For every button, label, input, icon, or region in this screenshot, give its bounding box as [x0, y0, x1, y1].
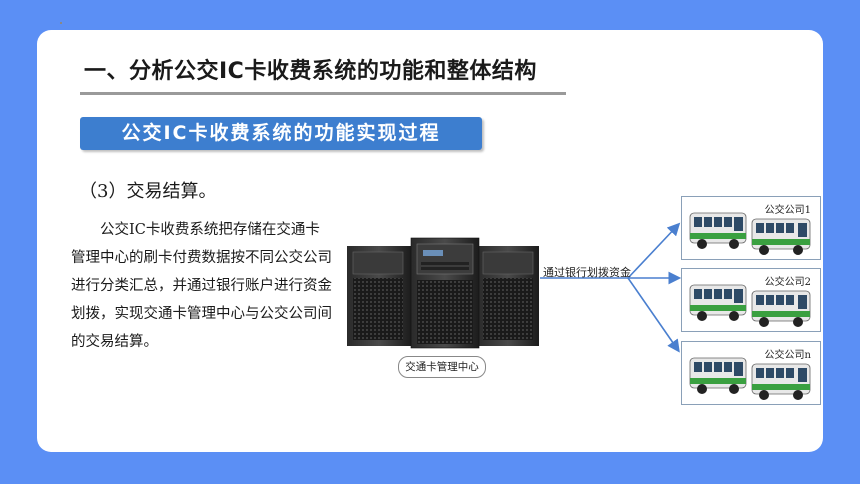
management-center-label: 交通卡管理中心 [398, 356, 486, 378]
company-label-2: 公交公司2 [764, 277, 811, 288]
company-box-1: 公交公司1 [681, 196, 821, 260]
transfer-label: 通过银行划拨资金 [543, 266, 631, 279]
server-left [347, 246, 411, 346]
server-center [410, 237, 480, 349]
company-label-n: 公交公司n [764, 350, 811, 361]
bus-icon [689, 357, 811, 400]
bus-icon [689, 212, 811, 255]
section-banner: 公交IC卡收费系统的功能实现过程 [80, 117, 482, 150]
server-tower-icon [347, 237, 539, 349]
company-box-2: 公交公司2 [681, 268, 821, 332]
bus-icon [689, 284, 811, 327]
page-title: 一、分析公交IC卡收费系统的功能和整体结构 [84, 59, 537, 84]
title-divider [80, 92, 566, 95]
company-label-1: 公交公司1 [764, 205, 811, 216]
sub-heading: （3）交易结算。 [79, 181, 217, 202]
decorative-dot [60, 22, 62, 24]
fund-transfer-arrows [540, 222, 682, 353]
company-box-n: 公交公司n [681, 341, 821, 405]
body-paragraph: 公交IC卡收费系统把存储在交通卡管理中心的刷卡付费数据按不同公交公司进行分类汇总… [71, 222, 332, 350]
server-right [477, 246, 539, 346]
